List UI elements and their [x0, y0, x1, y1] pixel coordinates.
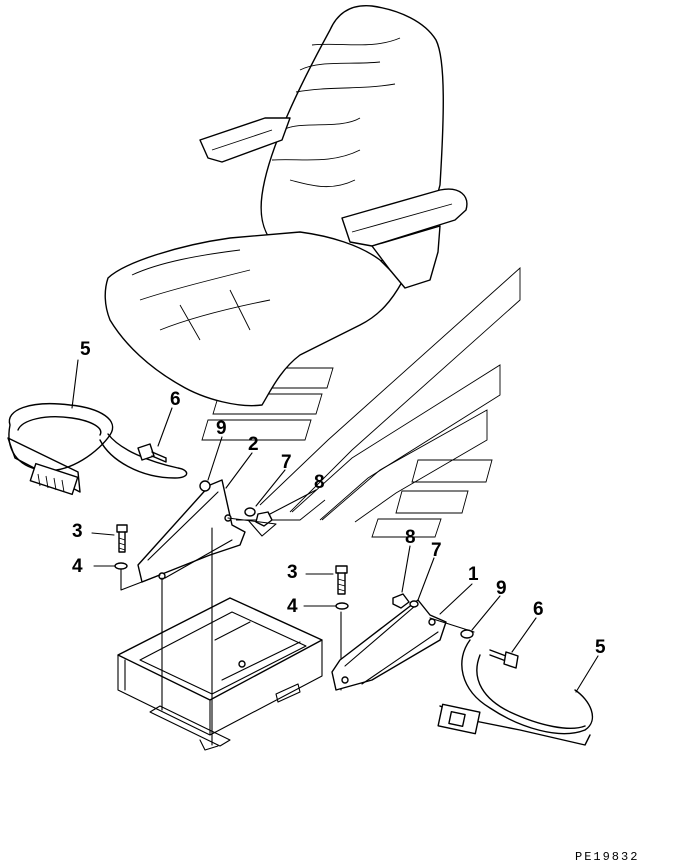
nut-8-mid [392, 593, 410, 609]
bracket-2-left [137, 479, 246, 583]
bolt-3-mid [335, 565, 348, 595]
callout-7-mid: 7 [431, 540, 442, 561]
callout-9-right: 9 [496, 578, 507, 599]
callout-8-mid: 8 [405, 527, 416, 548]
callout-9-left: 9 [216, 418, 227, 439]
drawing-code: PE19832 [575, 850, 639, 864]
seat-belt-left [7, 403, 188, 496]
leader-bolt-left [120, 568, 161, 591]
washer-4-mid [335, 602, 349, 610]
background-logo [201, 266, 521, 538]
callout-6-left: 6 [170, 389, 181, 410]
callout-2: 2 [248, 434, 259, 455]
seat-belt-right [437, 639, 594, 746]
seat-slide-rails [117, 597, 323, 751]
bolt-6-right [489, 649, 519, 669]
callout-7-left: 7 [281, 452, 292, 473]
callout-8-left: 8 [314, 472, 325, 493]
callout-5-left: 5 [80, 339, 91, 360]
leader-washer-right [429, 617, 475, 633]
washer-4-left [114, 562, 128, 570]
callout-1: 1 [468, 564, 479, 585]
bolt-3-left [116, 524, 128, 553]
lock-washer-7-left [244, 507, 256, 517]
lock-washer-7-mid [409, 600, 419, 608]
callout-6-right: 6 [533, 599, 544, 620]
bolt-6-left [137, 443, 167, 463]
leader-nut-left [227, 517, 277, 537]
callout-4-left: 4 [72, 556, 83, 577]
washer-9-left [199, 480, 211, 492]
callout-leaders [71, 359, 599, 693]
callout-3-mid: 3 [287, 562, 298, 583]
bracket-1-right [331, 599, 447, 691]
operator-seat [104, 5, 468, 407]
callout-3-left: 3 [72, 521, 83, 542]
callout-4-mid: 4 [287, 596, 298, 617]
callout-5-right: 5 [595, 637, 606, 658]
